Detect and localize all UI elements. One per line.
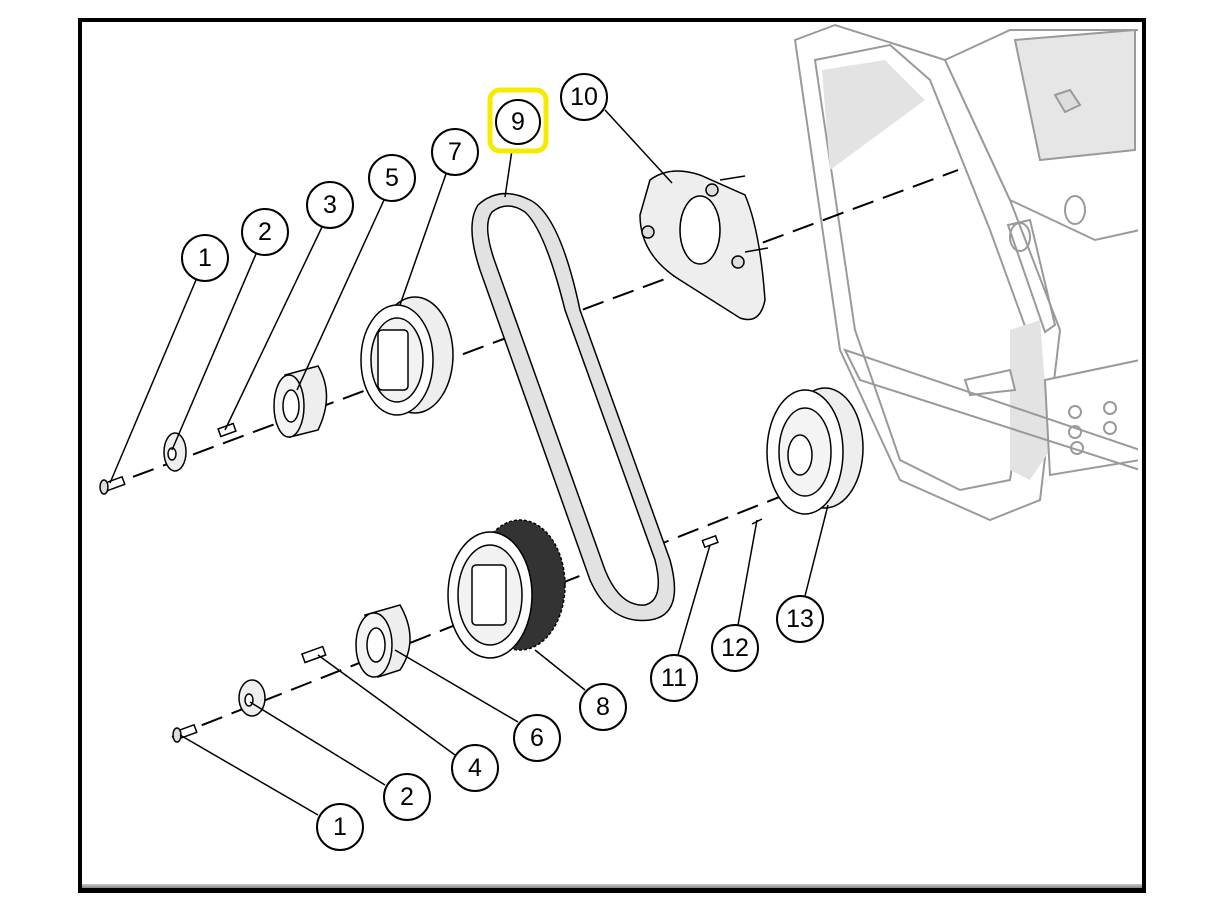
part-7-pulley-upper [360, 296, 454, 416]
callout-1-lower[interactable]: 1 [316, 803, 364, 851]
callout-10[interactable]: 10 [560, 73, 608, 121]
callout-label: 13 [786, 605, 814, 633]
callout-2-lower[interactable]: 2 [383, 773, 431, 821]
callout-13[interactable]: 13 [776, 595, 824, 643]
part-2-washer-upper [163, 432, 187, 472]
part-4-key-lower [300, 645, 327, 664]
callout-label: 7 [448, 138, 462, 166]
part-1-screw-lower [172, 723, 198, 743]
part-6-taper-bushing-lower [355, 604, 411, 678]
part-2-washer-lower [238, 679, 266, 717]
leader-lines [109, 109, 829, 816]
callout-label: 4 [468, 754, 482, 782]
callout-11[interactable]: 11 [650, 654, 698, 702]
callout-label: 2 [258, 218, 272, 246]
highlight-box [487, 87, 549, 154]
callout-label: 6 [530, 724, 544, 752]
part-5-taper-bushing-upper [273, 365, 328, 438]
callout-1-upper[interactable]: 1 [181, 234, 229, 282]
part-3-key-upper [217, 422, 237, 438]
frame-bottom-rule [82, 884, 1142, 888]
callout-6[interactable]: 6 [513, 714, 561, 762]
part-1-screw-upper [99, 475, 126, 495]
callout-label: 10 [570, 83, 598, 111]
callout-4[interactable]: 4 [451, 744, 499, 792]
callout-label: 9 [511, 108, 525, 136]
part-13-flange-hub [766, 387, 864, 515]
callout-3[interactable]: 3 [306, 181, 354, 229]
part-9-belt [471, 192, 676, 622]
callout-12[interactable]: 12 [711, 624, 759, 672]
callout-7[interactable]: 7 [431, 128, 479, 176]
callout-label: 3 [323, 191, 337, 219]
callout-label: 2 [400, 783, 414, 811]
callout-5[interactable]: 5 [368, 154, 416, 202]
callout-label: 8 [596, 693, 610, 721]
part-10-mounting-plate [639, 170, 769, 321]
callout-label: 1 [198, 244, 212, 272]
callout-label: 12 [721, 634, 749, 662]
callout-label: 5 [385, 164, 399, 192]
callout-9-highlighted[interactable]: 9 [487, 87, 549, 154]
part-8-toothed-pulley [447, 519, 566, 659]
machine-frame [793, 23, 1138, 522]
part-11-pin [701, 534, 719, 549]
callout-8[interactable]: 8 [579, 683, 627, 731]
callout-label: 1 [333, 813, 347, 841]
callout-2-upper[interactable]: 2 [241, 208, 289, 256]
callout-label: 11 [661, 664, 687, 692]
